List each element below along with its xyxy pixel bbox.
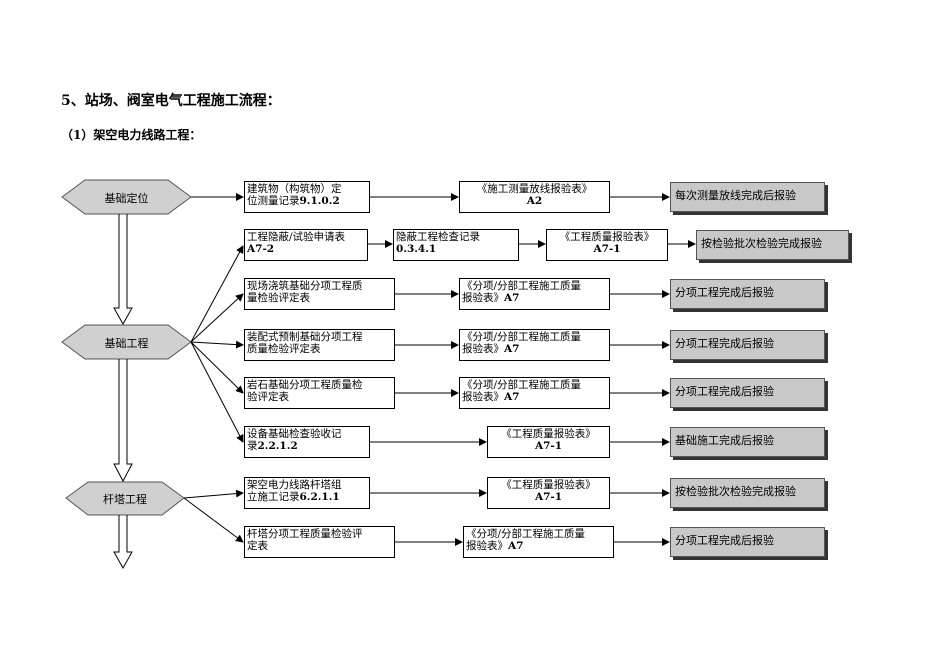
form-line: 《分项/分部工程施工质量 [462,280,582,292]
form-line: 报验表》A7 [462,343,607,355]
form-line: 《工程质量报验表》 [501,428,596,440]
hexagon-label-tower-works: 杆塔工程 [103,493,147,506]
vertical-flow-arrow-1 [113,214,133,326]
record-box-concealment-check: 隐蔽工程检查记录 0.3.4.1 [393,229,519,261]
record-line: 杆塔分项工程质量检验评 [247,528,363,540]
record-text: 位测量记录 [247,195,300,207]
form-box-quality-report: 《工程质量报验表》 A7-1 [487,477,610,509]
form-box-quality-report: 《工程质量报验表》 A7-1 [487,426,610,458]
form-line: 报验表》A7 [466,540,611,552]
record-text: 立施工记录 [247,491,300,503]
form-line: 《工程质量报验表》 [501,479,596,491]
record-box-concealment: 工程隐蔽/试验申请表 A7-2 [244,229,368,261]
form-code: A7-1 [593,243,621,255]
record-box-equipment-foundation: 设备基础检查验收记 录2.2.1.2 [244,426,370,458]
record-box-survey: 建筑物（构筑物）定 位测量记录9.1.0.2 [244,181,370,213]
form-box-subitem-report: 《分项/分部工程施工质量 报验表》A7 [459,329,610,361]
form-code: A2 [526,195,543,207]
record-code: 9.1.0.2 [299,195,340,207]
hexagon-label-foundation-positioning: 基础定位 [104,192,149,205]
record-line: 位测量记录9.1.0.2 [247,195,367,207]
record-line: 定表 [247,540,268,552]
record-line: 工程隐蔽/试验申请表 [247,231,346,243]
form-line: 《工程质量报验表》 [559,231,655,243]
form-line: 报验表》A7 [462,292,607,304]
record-line: 录2.2.1.2 [247,440,367,452]
section-subheading: （1）架空电力线路工程： [61,128,202,142]
form-text: 报验表》 [466,540,508,552]
record-line: 现场浇筑基础分项工程质 [247,280,363,292]
record-code: 0.3.4.1 [396,243,437,255]
form-box-subitem-report: 《分项/分部工程施工质量 报验表》A7 [459,377,610,409]
result-box-batch: 按检验批次检验完成报验 [670,478,825,508]
record-line: 岩石基础分项工程质量检 [247,379,363,391]
form-line: 《分项/分部工程施工质量 [466,528,586,540]
record-box-tower-subitem: 杆塔分项工程质量检验评 定表 [244,526,395,558]
record-box-cast-foundation: 现场浇筑基础分项工程质 量检验评定表 [244,278,395,310]
form-text: 报验表》 [462,343,504,355]
record-line: 装配式预制基础分项工程 [247,331,363,343]
result-box-subitem: 分项工程完成后报验 [670,330,825,360]
record-code: 6.2.1.1 [299,491,340,503]
result-box-batch: 按检验批次检验完成报验 [696,230,849,260]
form-box-survey-report: 《施工测量放线报验表》 A2 [459,181,610,213]
page-heading: 5、站场、阀室电气工程施工流程： [61,93,281,109]
form-line: 《施工测量放线报验表》 [476,183,593,195]
form-code: A7 [508,540,524,552]
result-box-survey: 每次测量放线完成后报验 [670,182,825,212]
form-line: 《分项/分部工程施工质量 [462,379,582,391]
record-box-rock-foundation: 岩石基础分项工程质量检 验评定表 [244,377,395,409]
record-line: 建筑物（构筑物）定 [247,183,342,195]
form-code: A7 [504,292,520,304]
record-box-tower-assembly: 架空电力线路杆塔组 立施工记录6.2.1.1 [244,477,370,509]
record-line: 量检验评定表 [247,292,310,304]
result-box-subitem: 分项工程完成后报验 [670,527,825,557]
record-line: 立施工记录6.2.1.1 [247,491,367,503]
vertical-flow-arrow-3 [113,515,133,570]
form-box-quality-report: 《工程质量报验表》 A7-1 [546,229,668,261]
record-line: 验评定表 [247,391,289,403]
record-line: 架空电力线路杆塔组 [247,479,342,491]
form-line: 报验表》A7 [462,391,607,403]
vertical-flow-arrow-2 [113,359,133,483]
record-line: 设备基础检查验收记 [247,428,342,440]
form-code: A7 [504,391,520,403]
result-box-subitem: 分项工程完成后报验 [670,279,825,309]
record-code: A7-2 [247,243,275,255]
form-text: 报验表》 [462,292,504,304]
form-code: A7-1 [534,440,563,452]
form-line: 《分项/分部工程施工质量 [462,331,582,343]
result-box-subitem: 分项工程完成后报验 [670,378,825,408]
form-box-subitem-report: 《分项/分部工程施工质量 报验表》A7 [463,526,614,558]
record-text: 录 [247,440,258,452]
form-code: A7-1 [534,491,563,503]
form-code: A7 [504,343,520,355]
record-code: 2.2.1.2 [257,440,298,452]
record-box-prefab-foundation: 装配式预制基础分项工程 质量检验评定表 [244,329,395,361]
result-box-foundation-done: 基础施工完成后报验 [670,427,825,457]
record-line: 质量检验评定表 [247,343,321,355]
record-line: 隐蔽工程检查记录 [396,231,480,243]
form-box-subitem-report: 《分项/分部工程施工质量 报验表》A7 [459,278,610,310]
hexagon-label-foundation-works: 基础工程 [104,337,149,350]
form-text: 报验表》 [462,391,504,403]
